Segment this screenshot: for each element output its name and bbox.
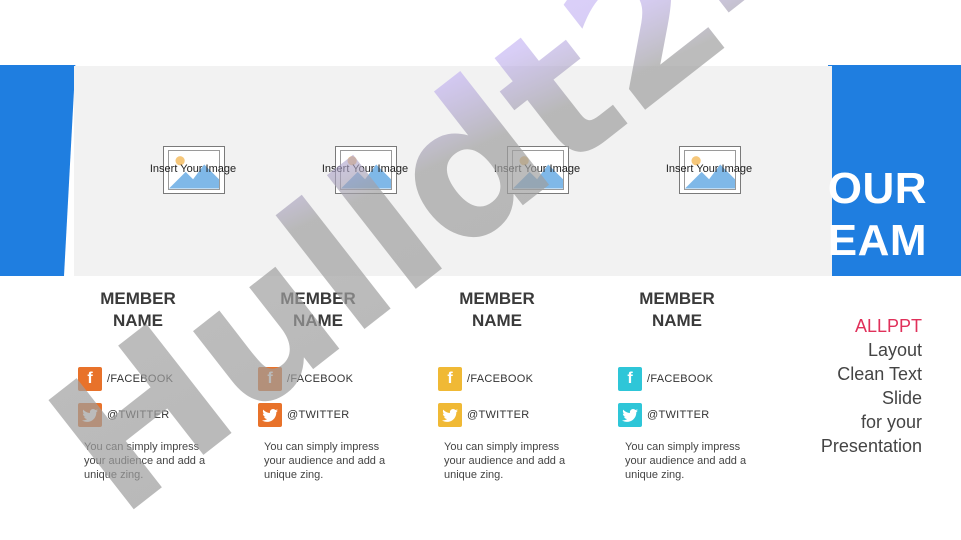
facebook-link-2[interactable]: f/FACEBOOK: [258, 367, 353, 391]
image-placeholder-2[interactable]: [335, 146, 397, 194]
twitter-icon: [618, 403, 642, 427]
member-description-3: You can simply impress your audience and…: [444, 441, 566, 481]
title-line-2: EAM: [827, 216, 927, 265]
facebook-icon: f: [258, 367, 282, 391]
facebook-icon: f: [78, 367, 102, 391]
image-placeholder-icon: [169, 156, 219, 189]
image-placeholder-3[interactable]: [507, 146, 569, 194]
twitter-icon: [258, 403, 282, 427]
image-placeholder-1[interactable]: [163, 146, 225, 194]
side-accent-text: ALLPPT: [854, 316, 922, 336]
member-description-2: You can simply impress your audience and…: [264, 441, 386, 481]
member-description-4: You can simply impress your audience and…: [625, 441, 747, 481]
member-description-1: You can simply impress your audience and…: [84, 441, 206, 481]
image-placeholder-label: Insert Your Image: [493, 163, 581, 175]
twitter-icon: [78, 403, 102, 427]
facebook-link-4[interactable]: f/FACEBOOK: [618, 367, 713, 391]
image-placeholder-label: Insert Your Image: [149, 163, 237, 175]
facebook-icon: f: [438, 367, 462, 391]
right-blue-band: [828, 65, 961, 276]
image-placeholder-label: Insert Your Image: [321, 163, 409, 175]
twitter-link-4[interactable]: @TWITTER: [618, 403, 709, 427]
image-placeholder-4[interactable]: [679, 146, 741, 194]
image-placeholder-icon: [513, 156, 563, 189]
image-placeholder-label: Insert Your Image: [665, 163, 753, 175]
title-line-1: OUR: [827, 164, 927, 213]
twitter-link-1[interactable]: @TWITTER: [78, 403, 169, 427]
facebook-link-3[interactable]: f/FACEBOOK: [438, 367, 533, 391]
twitter-link-3[interactable]: @TWITTER: [438, 403, 529, 427]
side-text-block: ALLPPT Layout Clean Text Slide for your …: [820, 316, 922, 456]
facebook-link-1[interactable]: f/FACEBOOK: [78, 367, 173, 391]
twitter-icon: [438, 403, 462, 427]
image-placeholder-icon: [341, 156, 391, 189]
twitter-link-2[interactable]: @TWITTER: [258, 403, 349, 427]
slide-title: OUR EAM: [828, 163, 927, 267]
facebook-icon: f: [618, 367, 642, 391]
image-placeholder-icon: [685, 156, 735, 189]
